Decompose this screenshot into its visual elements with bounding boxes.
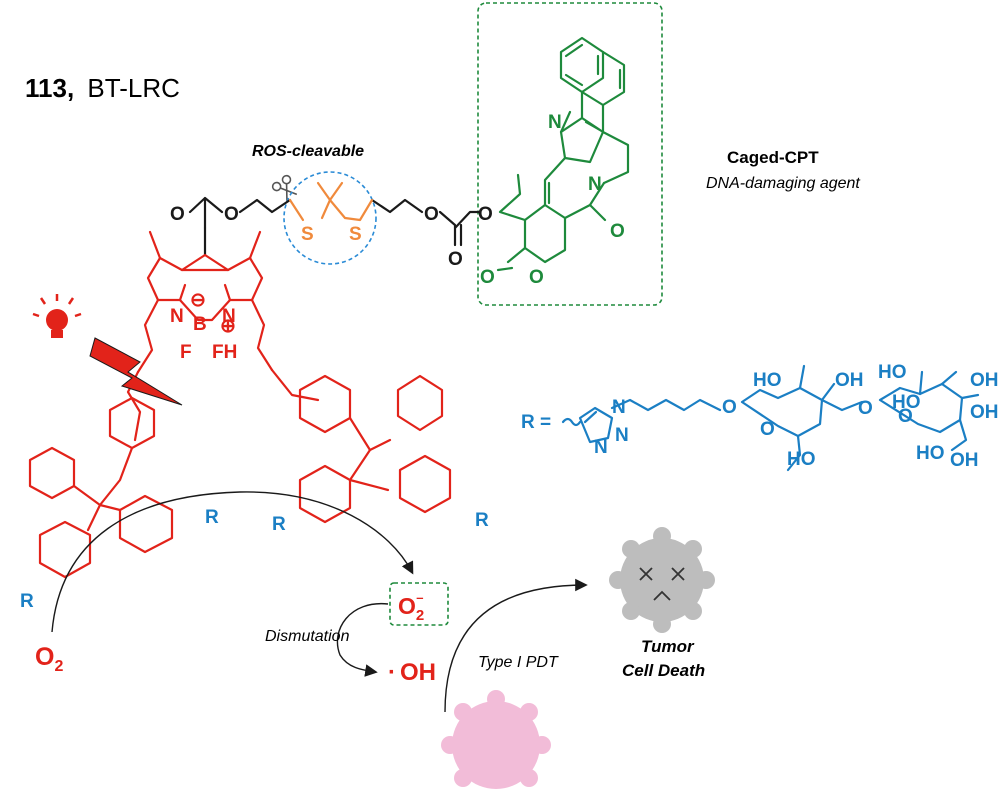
r-group-structure: [561, 364, 980, 472]
sulfur-2: S: [349, 224, 362, 245]
sugar-oh-2: OH: [970, 370, 999, 391]
type-i-pdt-label: Type I PDT: [478, 654, 559, 671]
sugar-o-glyco: O: [858, 398, 873, 419]
compound-label: 113, BT-LRC: [25, 73, 180, 103]
caged-cpt-title: Caged-CPT: [727, 148, 819, 167]
caged-cpt-subtitle: DNA-damaging agent: [706, 175, 860, 192]
camptothecin-box: [477, 2, 663, 306]
cpt-n-lactam: N: [588, 174, 602, 195]
bodipy-charge-plus: ⊕: [220, 316, 236, 337]
r-o-linker: O: [722, 397, 737, 418]
bodipy-charge-minus: ⊖: [190, 290, 206, 311]
ester-o-3: O: [478, 204, 493, 225]
r-label-center: R: [272, 514, 286, 535]
triazole-n3: N: [594, 437, 608, 458]
cpt-o-carbonyl: O: [480, 267, 495, 288]
sugar-o-2: O: [898, 406, 913, 427]
ester-o-1: O: [224, 204, 239, 225]
hydroxyl-label: ·OH: [388, 659, 436, 686]
superoxide-symbol: O: [398, 593, 416, 619]
r-label-left: R: [20, 591, 34, 612]
bodipy-n-right: N: [222, 306, 236, 327]
arrow-type-i-pdt: [444, 578, 588, 713]
bodipy-n-left: N: [170, 306, 184, 327]
ester-o-2: O: [424, 204, 439, 225]
sugar-oh-3: OH: [970, 402, 999, 423]
triazole-n2: N: [615, 425, 629, 446]
arrow-o2-to-superoxide: [51, 491, 414, 633]
superoxide-subscript: 2: [416, 607, 424, 624]
ros-cleavable-circle: [283, 171, 377, 265]
sugar-ho-1: HO: [753, 370, 782, 391]
r-group-label: R =: [521, 412, 551, 433]
superoxide-label: O2 –: [398, 590, 424, 624]
r-label-mid: R: [205, 507, 219, 528]
arrow-dismutation: [336, 603, 389, 677]
compound-name: BT-LRC: [87, 73, 179, 103]
cpt-o-lactam: O: [610, 221, 625, 242]
ester-o-carbonyl-1: O: [170, 204, 185, 225]
tumor-cell-death-line-2: Cell Death: [622, 661, 705, 680]
sugar-ho-2: HO: [787, 449, 816, 470]
oxygen-subscript: 2: [54, 658, 63, 675]
ros-cleavable-label: ROS-cleavable: [252, 143, 364, 160]
sugar-o-1: O: [760, 419, 775, 440]
bodipy-boron: B: [193, 314, 207, 335]
cpt-n-quinoline: N: [548, 112, 562, 133]
light-bulb-icon: [32, 294, 82, 338]
bodipy-fh: FH: [212, 342, 237, 363]
scissors-icon: [271, 174, 298, 202]
dismutation-label: Dismutation: [265, 628, 350, 645]
r-label-right: R: [475, 510, 489, 531]
camptothecin-structure: [496, 36, 630, 272]
sugar-oh-4: OH: [950, 450, 979, 471]
sugar-ho-5: HO: [892, 392, 921, 413]
ester-o-carbonyl-2: O: [448, 249, 463, 270]
sugar-ho-3: HO: [878, 362, 907, 383]
oxygen-label: O2: [35, 643, 63, 675]
bodipy-fluorine: F: [180, 342, 192, 363]
lightning-bolt-icon: [89, 337, 183, 406]
cpt-o-lactone: O: [529, 267, 544, 288]
tumor-cell-icon: [441, 690, 551, 789]
tumor-cell-death-line-1: Tumor: [641, 637, 695, 656]
superoxide-box: [389, 582, 449, 626]
triazole-n1: N: [612, 397, 626, 418]
superoxide-superscript: –: [416, 590, 423, 605]
oxygen-symbol: O: [35, 643, 54, 671]
dead-tumor-cell-icon: [609, 527, 715, 633]
sulfur-1: S: [301, 224, 314, 245]
hydroxyl-symbol: OH: [400, 659, 436, 686]
compound-number: 113,: [25, 73, 74, 103]
sugar-ho-4: HO: [916, 443, 945, 464]
bodipy-structure: [28, 230, 452, 579]
disulfide-linker: [288, 181, 374, 222]
sugar-oh-1: OH: [835, 370, 864, 391]
hydroxyl-dot: ·: [388, 659, 396, 686]
ester-linker: [188, 196, 482, 257]
